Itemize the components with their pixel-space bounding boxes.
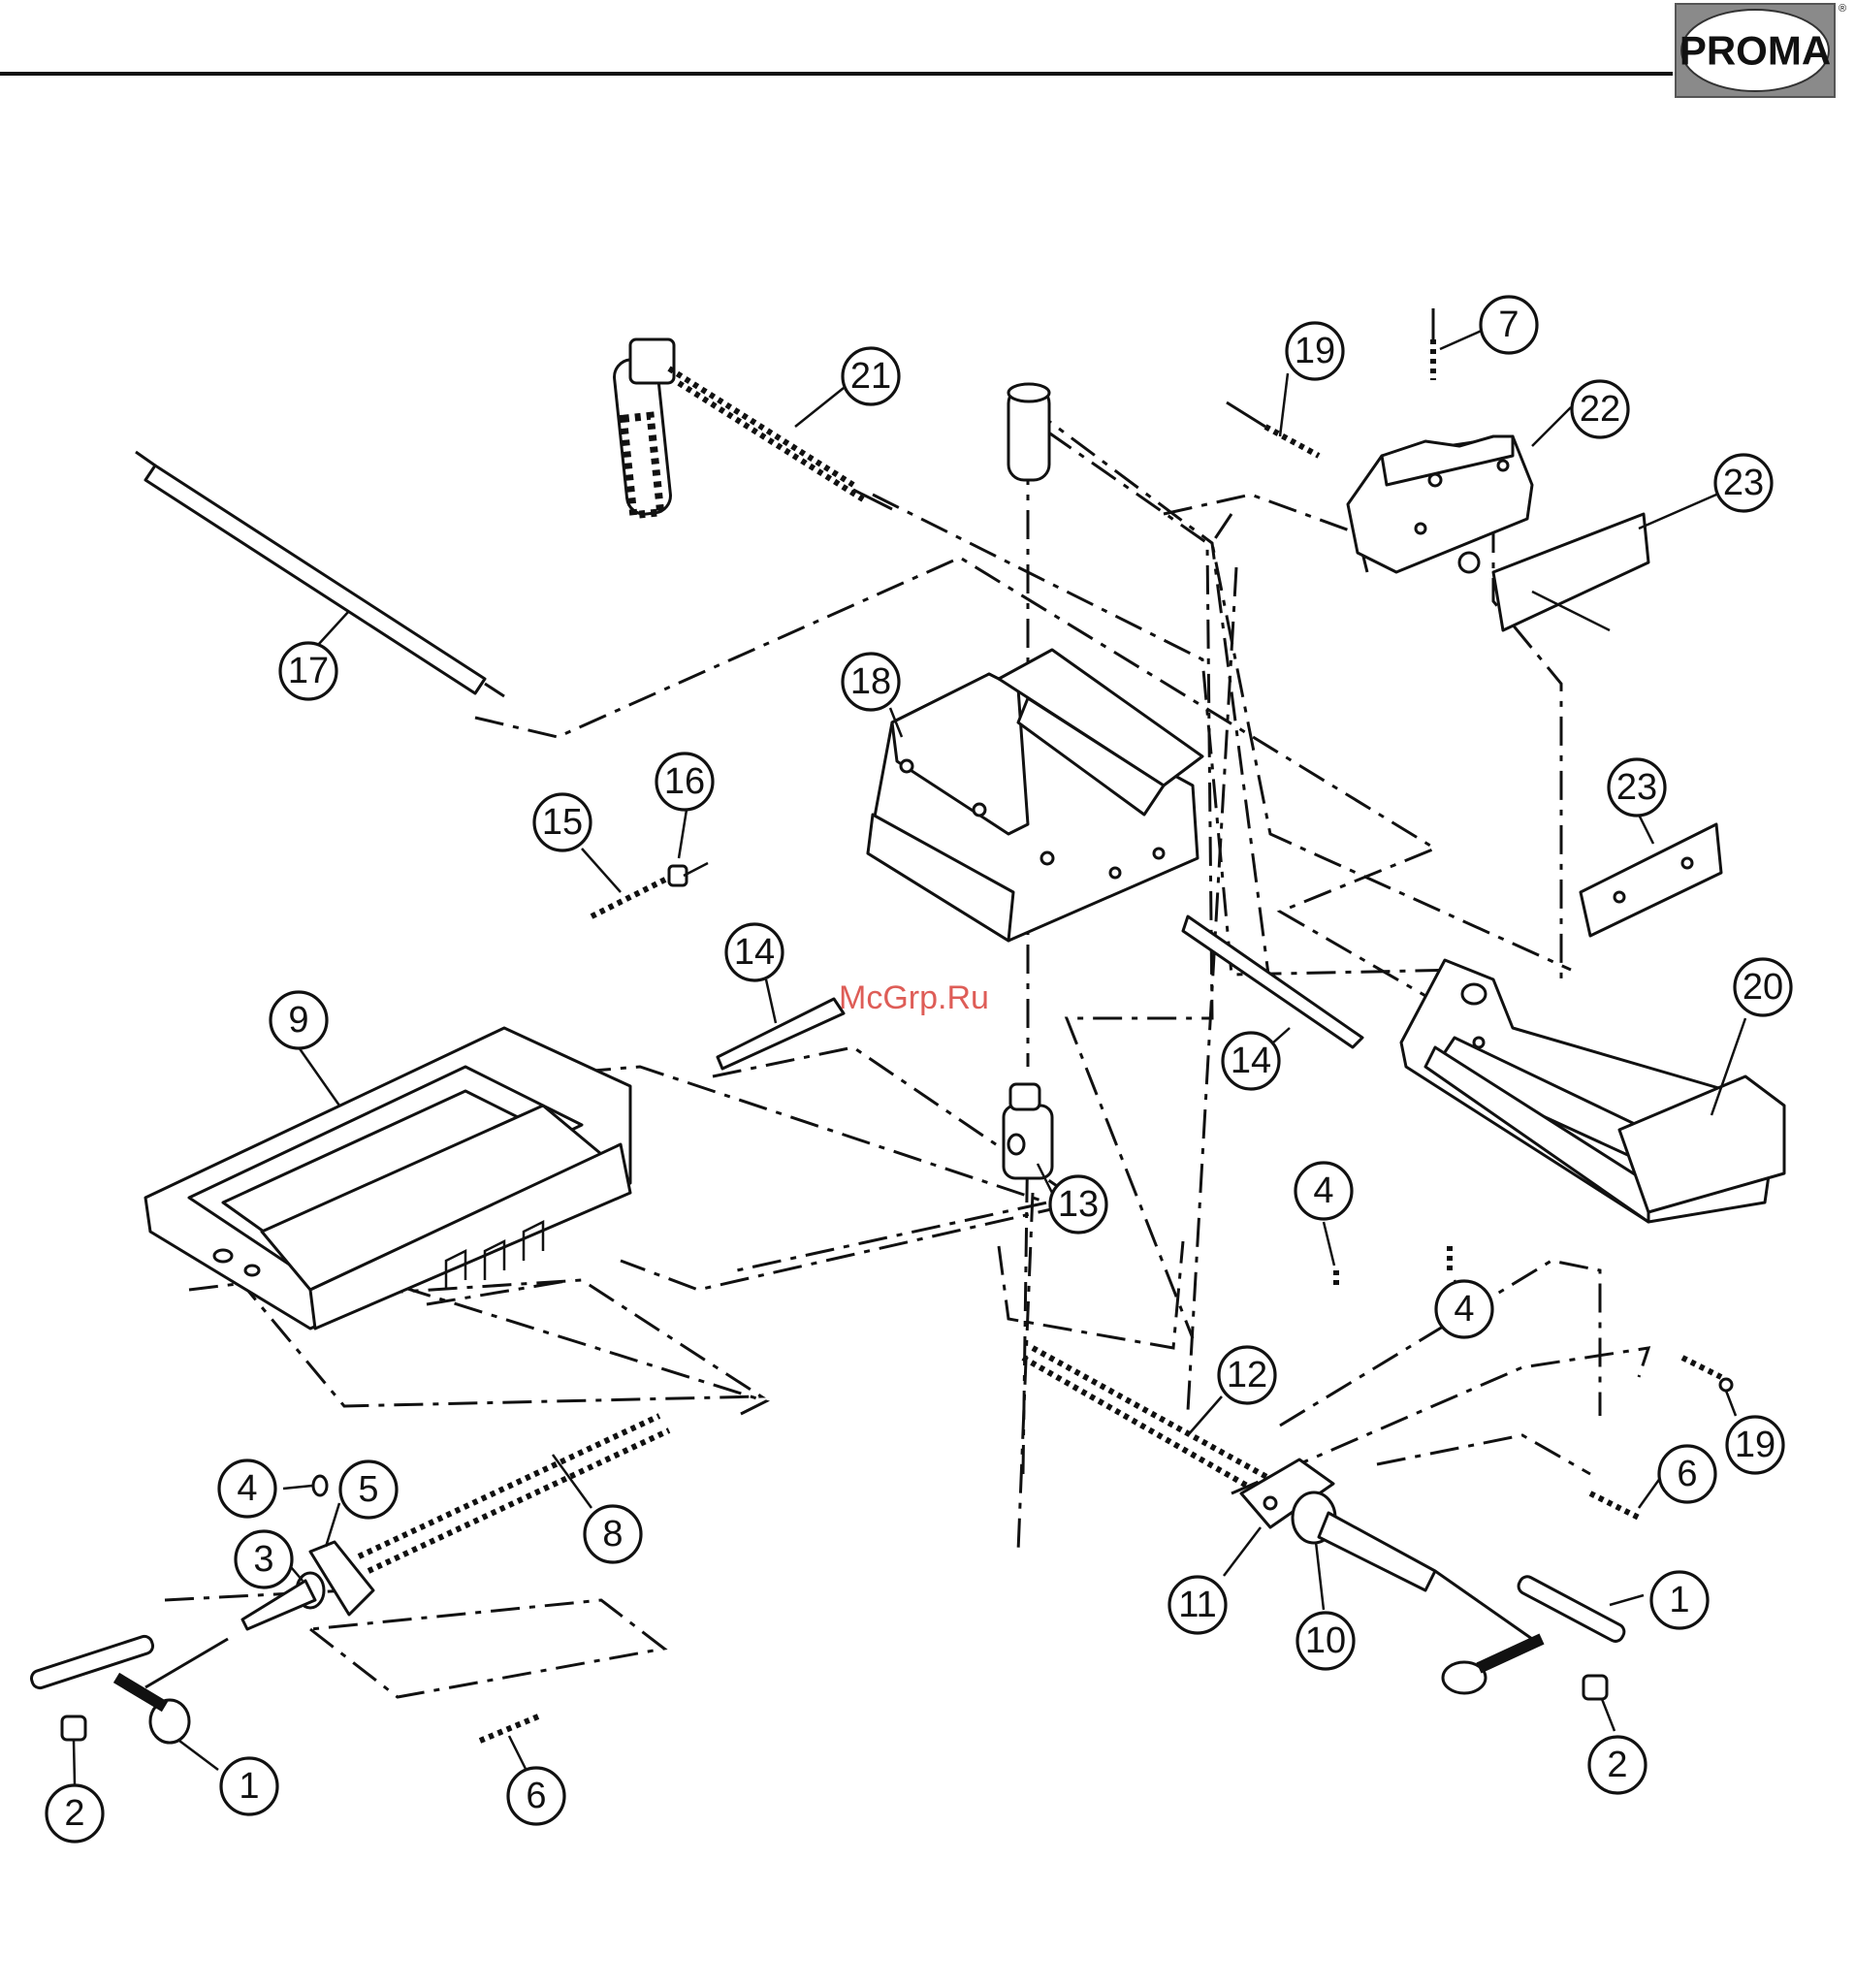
callout-22: 22 [1572, 381, 1628, 437]
callout-6-left: 6 [508, 1768, 564, 1824]
callout-21: 21 [843, 348, 899, 404]
svg-text:4: 4 [1454, 1289, 1474, 1330]
svg-text:22: 22 [1580, 389, 1620, 430]
svg-text:21: 21 [850, 356, 891, 397]
callout-3: 3 [236, 1531, 292, 1587]
svg-text:17: 17 [288, 651, 329, 691]
svg-text:7: 7 [1498, 305, 1519, 345]
callout-23-lower: 23 [1609, 759, 1665, 816]
svg-text:14: 14 [1231, 1041, 1271, 1081]
svg-text:14: 14 [734, 932, 775, 973]
part-13-nut-block [1004, 1084, 1052, 1178]
registered-mark: ® [1839, 3, 1846, 15]
part-14-gib-strip-left [718, 999, 844, 1069]
watermark: McGrp.Ru [839, 979, 989, 1016]
callout-1-right: 1 [1651, 1572, 1708, 1628]
callout-9: 9 [271, 992, 327, 1048]
callout-17: 17 [280, 643, 336, 699]
callout-4-center: 4 [1295, 1163, 1352, 1219]
svg-text:9: 9 [288, 1000, 308, 1041]
part-10-bearing [1293, 1492, 1435, 1590]
part-22-moving-jaw [1348, 436, 1532, 572]
svg-text:18: 18 [850, 661, 891, 702]
callout-13: 13 [1050, 1176, 1106, 1233]
brand-logo: PROMA ® [1676, 3, 1846, 97]
part-18-slide [868, 650, 1202, 941]
svg-text:19: 19 [1735, 1425, 1775, 1465]
svg-text:11: 11 [1178, 1585, 1216, 1625]
part-16-nut [669, 863, 708, 885]
svg-text:20: 20 [1743, 967, 1783, 1008]
part-6-screw-right [1590, 1493, 1639, 1518]
callout-2-right: 2 [1589, 1737, 1646, 1793]
part-15-screw [592, 878, 669, 916]
part-19-setscrew-upper [1227, 402, 1319, 456]
svg-text:23: 23 [1616, 767, 1657, 808]
callout-16: 16 [656, 754, 713, 810]
callout-7: 7 [1481, 297, 1537, 353]
callout-1-left: 1 [221, 1758, 277, 1814]
svg-text:13: 13 [1058, 1184, 1099, 1225]
svg-text:16: 16 [664, 761, 705, 802]
callout-12: 12 [1219, 1347, 1275, 1403]
callout-14-right: 14 [1223, 1033, 1279, 1089]
callout-18: 18 [843, 654, 899, 710]
svg-text:10: 10 [1305, 1620, 1346, 1661]
brand-logo-text: PROMA [1679, 28, 1831, 74]
callout-4-left: 4 [219, 1460, 275, 1517]
callout-23: 23 [1715, 455, 1772, 511]
svg-text:6: 6 [1677, 1454, 1697, 1494]
callout-6-right: 6 [1659, 1446, 1715, 1502]
callout-5: 5 [340, 1461, 397, 1518]
part-23-jaw-plate-upper [1493, 514, 1648, 630]
svg-text:4: 4 [1313, 1170, 1333, 1211]
svg-text:4: 4 [237, 1468, 257, 1509]
svg-text:15: 15 [542, 802, 583, 843]
part-4-setscrew-left [313, 1476, 327, 1495]
svg-text:3: 3 [253, 1539, 273, 1580]
part-1-handle-left [29, 1634, 228, 1743]
callout-8: 8 [585, 1506, 641, 1562]
callout-19: 19 [1287, 323, 1343, 379]
part-top-pin [1008, 384, 1049, 480]
part-2-nut-right [1583, 1676, 1607, 1699]
callout-4-right: 4 [1436, 1281, 1492, 1337]
svg-text:1: 1 [239, 1766, 259, 1807]
svg-text:1: 1 [1669, 1580, 1689, 1620]
svg-text:5: 5 [358, 1469, 378, 1510]
svg-text:6: 6 [526, 1776, 546, 1816]
part-20-fixed-jaw-base [1401, 960, 1784, 1222]
callout-19-lower: 19 [1727, 1417, 1783, 1473]
svg-text:2: 2 [1607, 1745, 1627, 1785]
part-19-setscrew-lower [1682, 1358, 1732, 1391]
callout-11: 11 [1169, 1577, 1226, 1633]
part-2-nut-left [62, 1716, 85, 1740]
svg-text:23: 23 [1723, 463, 1764, 503]
svg-text:2: 2 [64, 1793, 84, 1834]
callout-2-left: 2 [47, 1785, 103, 1842]
svg-text:8: 8 [602, 1514, 623, 1555]
callout-10: 10 [1297, 1613, 1354, 1669]
svg-text:12: 12 [1227, 1355, 1267, 1395]
callout-14-left: 14 [726, 924, 783, 980]
callout-20: 20 [1735, 959, 1791, 1015]
callout-15: 15 [534, 794, 591, 850]
svg-text:19: 19 [1295, 331, 1335, 371]
